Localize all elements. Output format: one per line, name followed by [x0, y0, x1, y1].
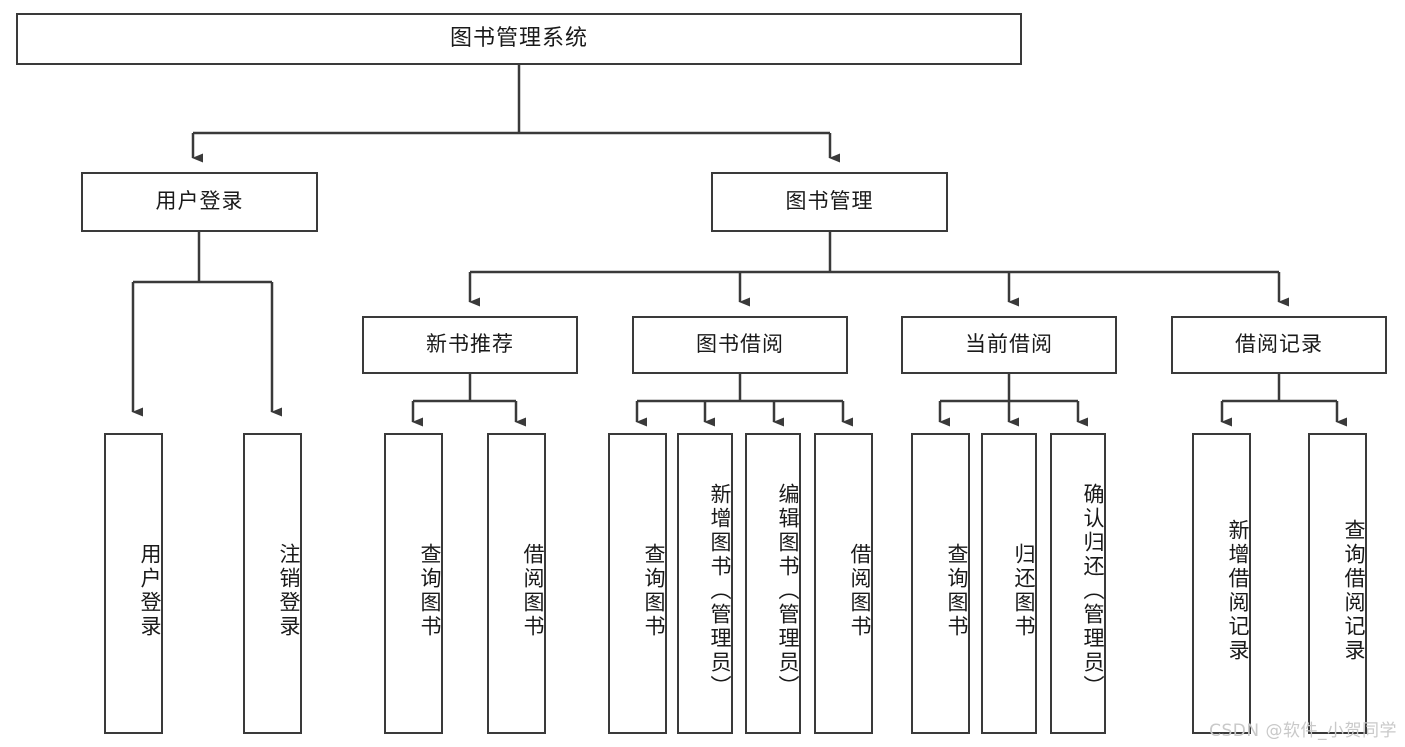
- node-leaf-query-record-label: 查询借阅记录: [1342, 518, 1366, 663]
- node-leaf-user-logout[interactable]: 注销登录: [243, 433, 302, 734]
- node-leaf-add-record-label: 新增借阅记录: [1226, 518, 1250, 663]
- watermark-text: CSDN @软件_小贺同学: [1209, 721, 1397, 741]
- node-leaf-borrow-book-2-label: 借阅图书: [848, 542, 872, 639]
- node-leaf-query-book-borrow[interactable]: 查询图书: [608, 433, 667, 734]
- node-leaf-edit-book-admin[interactable]: 编辑图书（管理员）: [745, 433, 801, 734]
- node-leaf-borrow-book-1-label: 借阅图书: [521, 542, 545, 639]
- node-leaf-add-book-label: 新增图书（管理员）: [708, 482, 732, 699]
- node-leaf-user-logout-label: 注销登录: [277, 542, 301, 639]
- node-user-login[interactable]: 用户登录: [81, 172, 318, 232]
- node-leaf-user-login[interactable]: 用户登录: [104, 433, 163, 734]
- node-borrow-record[interactable]: 借阅记录: [1171, 316, 1387, 374]
- node-leaf-query-borrow-record[interactable]: 查询借阅记录: [1308, 433, 1367, 734]
- node-root-book-management-system[interactable]: 图书管理系统: [16, 13, 1022, 65]
- node-leaf-edit-book-label: 编辑图书（管理员）: [776, 482, 800, 699]
- node-book-borrow[interactable]: 图书借阅: [632, 316, 848, 374]
- node-book-manage[interactable]: 图书管理: [711, 172, 948, 232]
- node-leaf-query-book-2-label: 查询图书: [642, 542, 666, 639]
- node-leaf-query-book-3-label: 查询图书: [945, 542, 969, 639]
- node-leaf-add-book-admin[interactable]: 新增图书（管理员）: [677, 433, 733, 734]
- node-leaf-borrow-book-recommendation[interactable]: 借阅图书: [487, 433, 546, 734]
- node-leaf-return-book[interactable]: 归还图书: [981, 433, 1037, 734]
- node-current-borrow[interactable]: 当前借阅: [901, 316, 1117, 374]
- node-leaf-return-book-label: 归还图书: [1012, 542, 1036, 639]
- node-new-book-recommendation[interactable]: 新书推荐: [362, 316, 578, 374]
- node-leaf-query-book-recommendation[interactable]: 查询图书: [384, 433, 443, 734]
- node-leaf-add-borrow-record[interactable]: 新增借阅记录: [1192, 433, 1251, 734]
- node-leaf-query-book-1-label: 查询图书: [418, 542, 442, 639]
- node-leaf-query-book-current[interactable]: 查询图书: [911, 433, 970, 734]
- node-leaf-confirm-return-admin[interactable]: 确认归还（管理员）: [1050, 433, 1106, 734]
- node-leaf-confirm-return-label: 确认归还（管理员）: [1081, 482, 1105, 699]
- node-leaf-borrow-book-borrow[interactable]: 借阅图书: [814, 433, 873, 734]
- node-leaf-user-login-label: 用户登录: [138, 542, 162, 639]
